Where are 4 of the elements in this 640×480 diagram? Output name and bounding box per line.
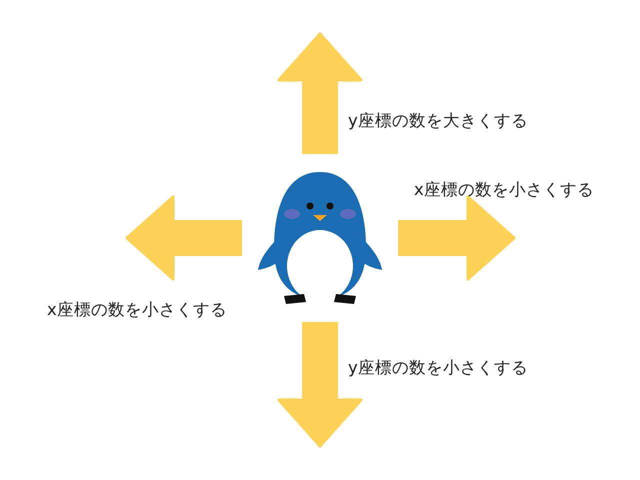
direction-label: x座標の数を小さくする (47, 300, 227, 320)
direction-label: y座標の数を大きくする (348, 111, 528, 131)
direction-label: y座標の数を小さくする (348, 358, 528, 378)
direction-label: x座標の数を小さくする (414, 180, 594, 200)
